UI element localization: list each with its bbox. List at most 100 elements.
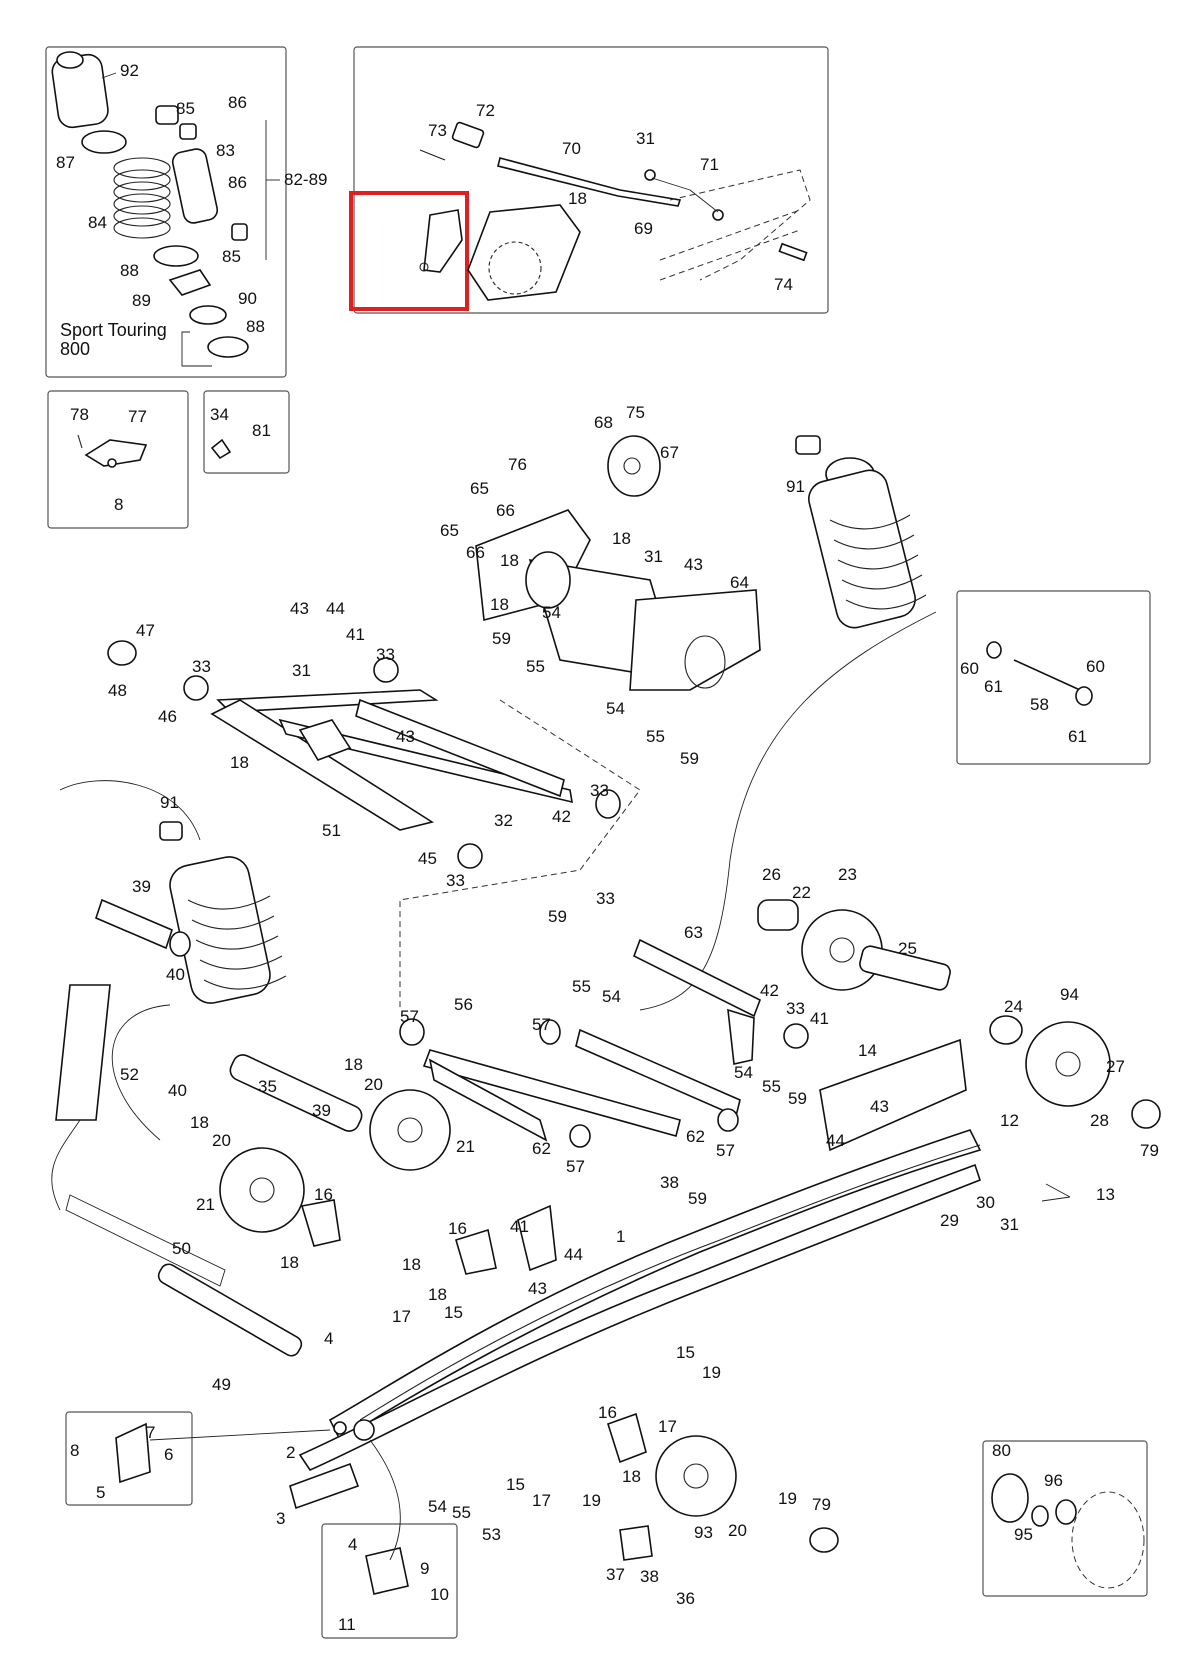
callout-55d: 55	[762, 1077, 781, 1096]
callout-25: 25	[898, 939, 917, 958]
callout-41b: 41	[810, 1009, 829, 1028]
callout-4b: 4	[348, 1535, 357, 1554]
callout-61a: 61	[984, 677, 1003, 696]
upper-pivot-parts	[475, 435, 761, 691]
callout-54d: 54	[734, 1063, 753, 1082]
callout-28: 28	[1090, 1111, 1109, 1130]
callout-62a: 62	[532, 1139, 551, 1158]
callout-18b: 18	[612, 529, 631, 548]
lower-parts	[65, 1194, 839, 1595]
callout-19a: 19	[702, 1363, 721, 1382]
callout-65b: 65	[440, 521, 459, 540]
callout-36: 36	[676, 1589, 695, 1608]
callout-61b: 61	[1068, 727, 1087, 746]
callout-63: 63	[684, 923, 703, 942]
callout-8b: 8	[70, 1441, 79, 1460]
callout-57a: 57	[400, 1007, 419, 1026]
callout-46: 46	[158, 707, 177, 726]
callout-18h: 18	[280, 1253, 299, 1272]
callout-52: 52	[120, 1065, 139, 1084]
callout-39a: 39	[132, 877, 151, 896]
callout-88a: 88	[120, 261, 139, 280]
callout-44a: 44	[326, 599, 345, 618]
callout-59e: 59	[688, 1189, 707, 1208]
inset-5-box	[65, 1411, 193, 1506]
callout-92: 92	[120, 61, 139, 80]
callout-18e: 18	[230, 753, 249, 772]
callout-66a: 66	[496, 501, 515, 520]
callout-41c: 41	[510, 1217, 529, 1236]
inset-small-parts	[77, 434, 232, 468]
upper-shock-parts	[639, 435, 1093, 1011]
inset-shock-box	[45, 46, 287, 378]
callout-20c: 20	[728, 1521, 747, 1540]
callout-55a: 55	[526, 657, 545, 676]
callout-59c: 59	[548, 907, 567, 926]
inset-78-box	[47, 390, 189, 529]
callout-69: 69	[634, 219, 653, 238]
callout-18a: 18	[568, 189, 587, 208]
callout-67: 67	[660, 443, 679, 462]
callout-57b: 57	[532, 1015, 551, 1034]
callout-75: 75	[626, 403, 645, 422]
callout-83: 83	[216, 141, 235, 160]
callout-94: 94	[1060, 985, 1079, 1004]
callout-91b: 91	[160, 793, 179, 812]
callout-87: 87	[56, 153, 75, 172]
callout-82_89: 82-89	[284, 170, 327, 189]
callout-18j: 18	[428, 1285, 447, 1304]
callout-33d: 33	[446, 871, 465, 890]
callout-51: 51	[322, 821, 341, 840]
callout-16b: 16	[448, 1219, 467, 1238]
callout-39b: 39	[312, 1101, 331, 1120]
callout-30: 30	[976, 1193, 995, 1212]
callout-17a: 17	[392, 1307, 411, 1326]
callout-56: 56	[454, 995, 473, 1014]
callout-90: 90	[238, 289, 257, 308]
callout-31a: 31	[636, 129, 655, 148]
callout-55c: 55	[572, 977, 591, 996]
callout-86b: 86	[228, 173, 247, 192]
callout-33a: 33	[192, 657, 211, 676]
callout-96: 96	[1044, 1471, 1063, 1490]
callout-33e: 33	[596, 889, 615, 908]
callout-9: 9	[420, 1559, 429, 1578]
inset-caption-line-1: Sport Touring	[60, 320, 167, 340]
callout-11: 11	[338, 1615, 356, 1634]
callout-18d: 18	[490, 595, 509, 614]
callout-88b: 88	[246, 317, 265, 336]
callout-24: 24	[1004, 997, 1023, 1016]
callout-37: 37	[606, 1565, 625, 1584]
callout-20a: 20	[364, 1075, 383, 1094]
callout-76: 76	[508, 455, 527, 474]
middle-arm-parts	[399, 1018, 741, 1148]
inset-shock-parts	[51, 51, 249, 367]
inset-axle-box	[956, 590, 1151, 765]
callout-2: 2	[286, 1443, 295, 1462]
left-shock-parts	[51, 821, 287, 1211]
callout-60b: 60	[1086, 657, 1105, 676]
callout-23: 23	[838, 865, 857, 884]
callout-32: 32	[494, 811, 513, 830]
callout-43a: 43	[684, 555, 703, 574]
callout-4a: 4	[324, 1329, 333, 1348]
callout-65a: 65	[470, 479, 489, 498]
callout-42b: 42	[760, 981, 779, 1000]
callout-81: 81	[252, 421, 271, 440]
callout-16c: 16	[598, 1403, 617, 1422]
highlight-rectangle	[349, 191, 469, 311]
callout-15b: 15	[676, 1343, 695, 1362]
inset-wheel-box	[982, 1440, 1148, 1597]
callout-27: 27	[1106, 1057, 1125, 1076]
callout-33f: 33	[786, 999, 805, 1018]
callout-79a: 79	[1140, 1141, 1159, 1160]
inset-wheel-parts	[991, 1473, 1145, 1589]
callout-43c: 43	[396, 727, 415, 746]
callout-26: 26	[762, 865, 781, 884]
front-arm-parts	[107, 640, 641, 1010]
callout-73: 73	[428, 121, 447, 140]
callout-84: 84	[88, 213, 107, 232]
callout-60a: 60	[960, 659, 979, 678]
inset-bracket-box	[353, 46, 829, 314]
